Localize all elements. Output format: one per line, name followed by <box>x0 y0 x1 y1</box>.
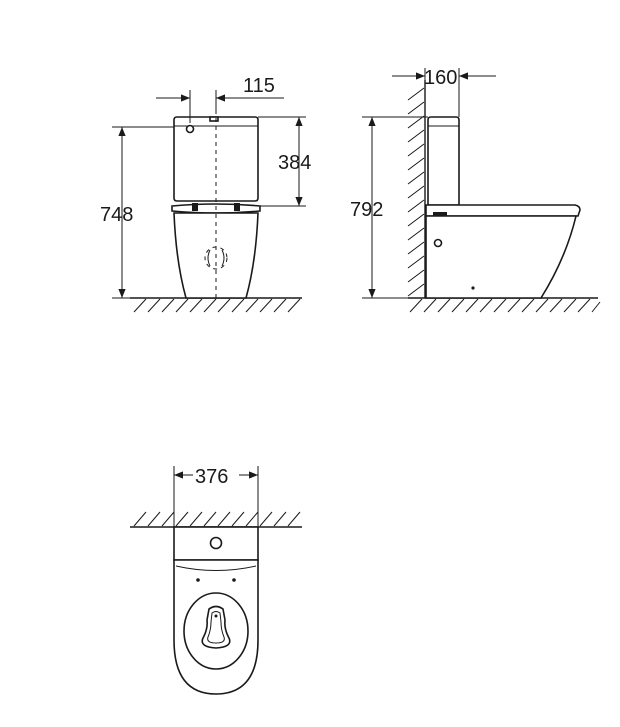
top-drain-dot <box>214 614 218 618</box>
dim-115-label: 115 <box>243 75 275 97</box>
top-drain-outer <box>201 605 231 649</box>
front-hinge-left <box>192 203 198 211</box>
front-outlet-arc-right <box>221 249 225 267</box>
side-bowl <box>425 215 578 299</box>
top-fix-dot-left <box>196 578 200 582</box>
front-flush-button <box>185 124 195 134</box>
front-outlet-arc-left <box>207 249 211 267</box>
side-floor-hatching <box>409 298 601 313</box>
top-fix-dot-right <box>232 578 236 582</box>
dim-376-label-bg <box>193 462 239 486</box>
top-flush-button <box>209 536 223 550</box>
top-wall-hatching <box>133 511 301 527</box>
side-view: 160 792 <box>350 67 601 313</box>
side-drain-dot <box>471 286 475 290</box>
front-floor-hatching <box>133 298 301 313</box>
top-drain-inner <box>207 611 225 644</box>
dim-384-label: 384 <box>278 152 311 174</box>
side-hinge <box>433 212 447 217</box>
top-view: 376 <box>130 462 302 695</box>
dim-748-label: 748 <box>100 204 133 226</box>
dim-792-label: 792 <box>350 199 383 221</box>
top-seat-rim-line <box>175 565 257 571</box>
side-wall-hatching <box>407 87 425 297</box>
front-tank-cap <box>209 116 219 122</box>
side-seat <box>425 204 581 217</box>
side-tank <box>427 116 460 206</box>
front-hinge-right <box>234 203 240 211</box>
dim-160-label: 160 <box>424 67 457 89</box>
front-view: 115 384 748 <box>100 75 311 313</box>
dim-376-label: 376 <box>195 466 228 488</box>
side-fixing-hole <box>433 238 443 248</box>
front-outlet-circle <box>204 246 228 270</box>
